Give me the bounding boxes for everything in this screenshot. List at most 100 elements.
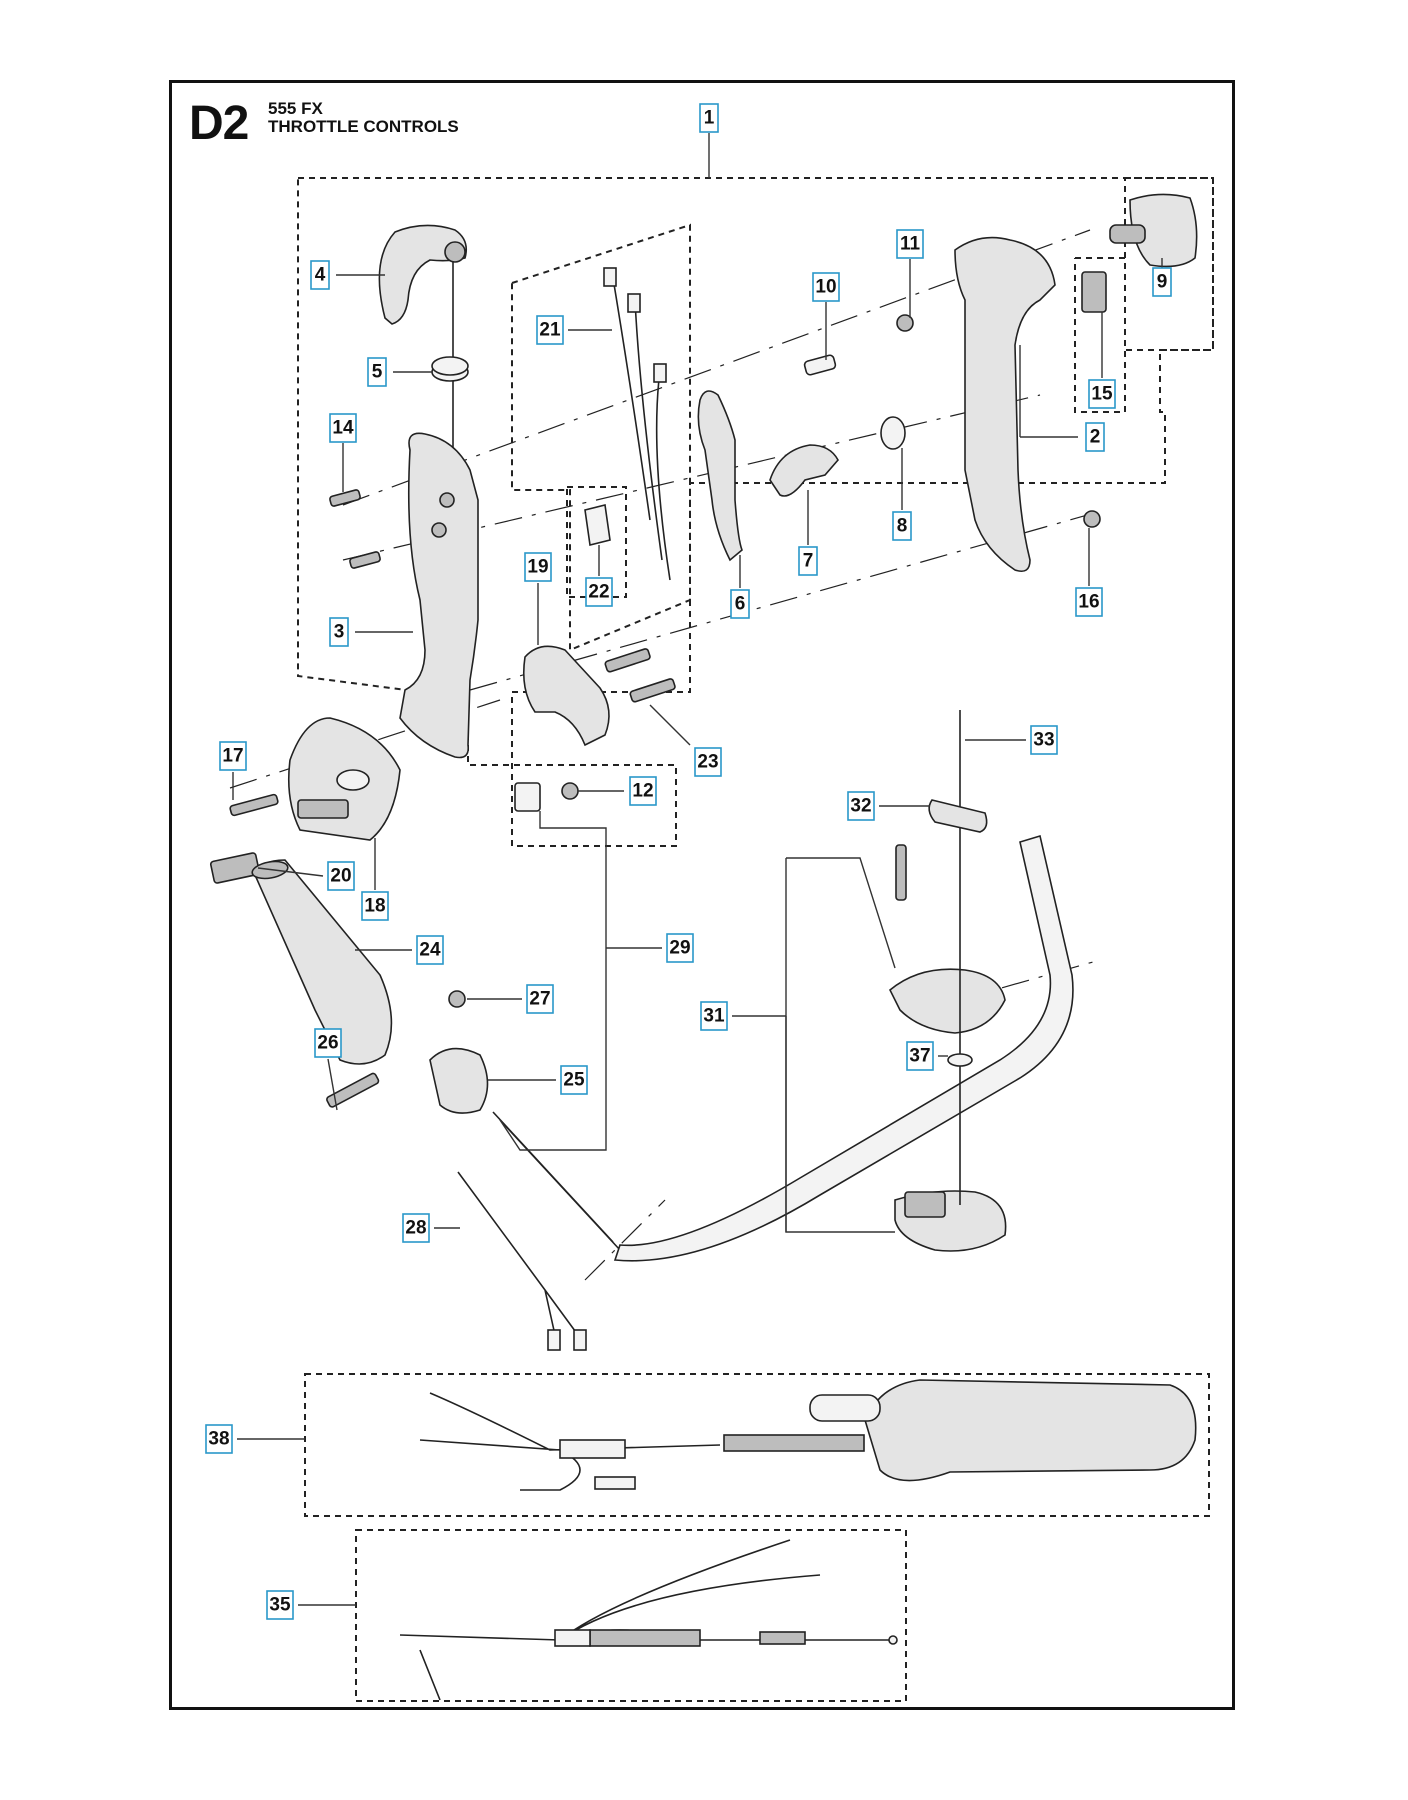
svg-text:21: 21 [539, 320, 561, 341]
callout-38: 38 [205, 1424, 233, 1454]
callout-layer: 1234567891011121415161718192021222324252… [205, 103, 1172, 1620]
callout-1: 1 [699, 103, 719, 133]
svg-text:8: 8 [897, 516, 908, 537]
group-outline-9 [1124, 177, 1214, 351]
screw-14 [329, 489, 361, 507]
svg-text:3: 3 [334, 622, 345, 643]
callout-14: 14 [329, 413, 357, 443]
callout-7: 7 [798, 546, 818, 576]
callout-35: 35 [266, 1590, 294, 1620]
stop-switch [209, 852, 261, 884]
callout-10: 10 [812, 272, 840, 302]
callout-2: 2 [1085, 422, 1105, 452]
callout-23: 23 [694, 747, 722, 777]
group-outline-35 [355, 1529, 907, 1702]
svg-text:16: 16 [1078, 592, 1099, 613]
svg-text:37: 37 [909, 1046, 930, 1067]
cable-clip [514, 782, 541, 812]
svg-text:23: 23 [697, 752, 718, 773]
callout-37: 37 [906, 1041, 934, 1071]
svg-text:29: 29 [669, 938, 690, 959]
handlebar-31 [613, 834, 1074, 1262]
callout-32: 32 [847, 791, 875, 821]
switch-15 [1081, 271, 1107, 313]
svg-text:18: 18 [364, 896, 385, 917]
svg-text:15: 15 [1091, 384, 1113, 405]
screw-23 [604, 648, 651, 673]
callout-19: 19 [524, 552, 552, 582]
group-outline-main [297, 177, 1214, 847]
diagram-frame [169, 80, 1235, 1710]
group-outline-15 [1074, 257, 1126, 413]
callout-15: 15 [1088, 379, 1116, 409]
callout-16: 16 [1075, 587, 1103, 617]
callout-25: 25 [560, 1065, 588, 1095]
svg-text:19: 19 [527, 557, 548, 578]
callout-leader-23 [649, 704, 691, 746]
callout-12: 12 [629, 776, 657, 806]
svg-text:4: 4 [315, 265, 326, 286]
callout-22: 22 [585, 577, 613, 607]
clamp-25 [429, 1047, 489, 1114]
handle-half-left [399, 432, 479, 759]
svg-text:31: 31 [703, 1006, 725, 1027]
callout-5: 5 [367, 357, 387, 387]
svg-text:6: 6 [735, 594, 746, 615]
grip-9 [1129, 193, 1198, 268]
callout-24: 24 [416, 935, 444, 965]
handle-assembly-38 [864, 1379, 1197, 1482]
callout-31: 31 [700, 1001, 728, 1031]
callout-21: 21 [536, 315, 564, 345]
callout-6: 6 [730, 589, 750, 619]
svg-text:11: 11 [900, 234, 921, 255]
callout-28: 28 [402, 1213, 430, 1243]
callout-9: 9 [1152, 267, 1172, 297]
wire-harness-35 [399, 1539, 890, 1701]
svg-text:1: 1 [704, 108, 715, 129]
callout-11: 11 [896, 229, 924, 259]
svg-text:17: 17 [222, 746, 243, 767]
svg-text:25: 25 [563, 1070, 585, 1091]
callout-17: 17 [219, 741, 247, 771]
svg-text:26: 26 [317, 1033, 338, 1054]
nut-16 [1083, 510, 1101, 528]
callout-8: 8 [892, 511, 912, 541]
svg-text:20: 20 [330, 866, 351, 887]
callout-27: 27 [526, 984, 554, 1014]
screw-17 [229, 793, 279, 817]
washer-37 [947, 1053, 973, 1067]
model-name: 555 FX [268, 99, 323, 118]
svg-text:22: 22 [588, 582, 609, 603]
nut-27 [448, 990, 466, 1008]
callout-leader-26 [327, 1058, 338, 1111]
callout-20: 20 [327, 861, 355, 891]
nut-11 [896, 314, 914, 332]
callout-leader-20 [257, 867, 324, 877]
cable-28 [457, 1171, 579, 1336]
callout-3: 3 [329, 617, 349, 647]
sleeve-8 [880, 416, 906, 450]
callout-33: 33 [1030, 725, 1058, 755]
callout-4: 4 [310, 260, 330, 290]
group-outline-22 [566, 486, 627, 598]
svg-text:38: 38 [208, 1429, 229, 1450]
svg-text:24: 24 [419, 940, 441, 961]
cable-bracket [522, 645, 610, 747]
throttle-trigger [697, 390, 743, 562]
svg-text:35: 35 [269, 1595, 291, 1616]
callout-18: 18 [361, 891, 389, 921]
svg-text:32: 32 [850, 796, 871, 817]
diagram-title: THROTTLE CONTROLS [268, 117, 459, 136]
svg-text:12: 12 [632, 781, 653, 802]
callout-26: 26 [314, 1028, 342, 1058]
handle-half-right [954, 236, 1056, 573]
throttle-lockout [769, 444, 839, 497]
group-outline-harness [511, 223, 691, 652]
leader-line [539, 811, 607, 948]
wire-harness-21 [611, 271, 671, 581]
clamp-upper [889, 968, 1006, 1034]
svg-text:2: 2 [1090, 427, 1101, 448]
svg-text:7: 7 [803, 551, 814, 572]
svg-text:9: 9 [1157, 272, 1168, 293]
